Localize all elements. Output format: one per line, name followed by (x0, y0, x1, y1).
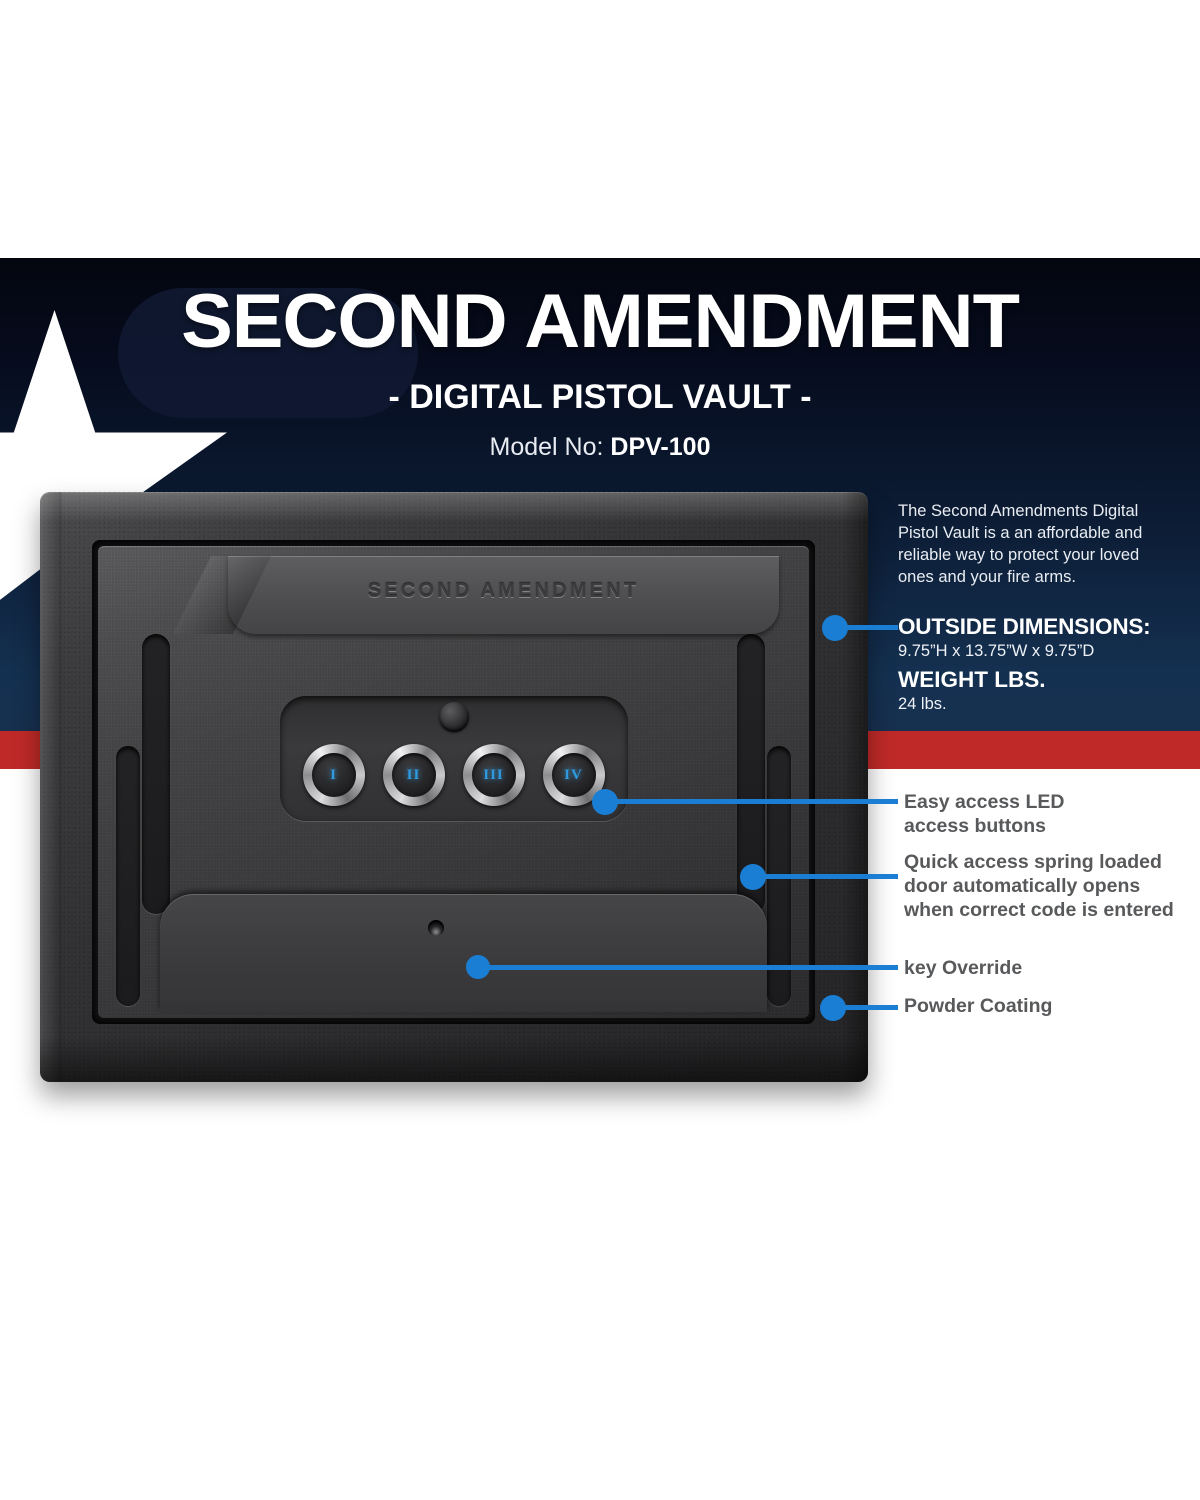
keypad-button-3[interactable]: III (462, 744, 525, 806)
callout-door-line-3: when correct code is entered (904, 899, 1174, 921)
weight-label: WEIGHT LBS. (898, 667, 1046, 692)
product-description: The Second Amendments Digital Pistol Vau… (898, 502, 1143, 586)
keypad-button-1-label: I (311, 753, 356, 797)
pistol-vault-product-image: SECOND AMENDMENT I II (40, 492, 868, 1082)
page-title: SECOND AMENDMENT (181, 279, 1020, 364)
model-number-value: DPV-100 (610, 433, 711, 461)
callout-label-powder-coating: Powder Coating (904, 994, 1174, 1018)
page-subtitle: - DIGITAL PISTOL VAULT - (388, 378, 812, 416)
led-indicator-icon (438, 702, 469, 732)
vault-left-bevel (40, 492, 62, 1082)
callout-label-led-buttons: Easy access LED access buttons (904, 790, 1174, 838)
model-number-line: Model No: DPV-100 (0, 433, 1200, 462)
callout-led-line-1: Easy access LED (904, 791, 1065, 813)
callout-door-line-2: door automatically opens (904, 875, 1141, 897)
specifications-block: OUTSIDE DIMENSIONS: 9.75”H x 13.75”W x 9… (898, 614, 1178, 714)
model-prefix-label: Model No: (489, 433, 611, 461)
vault-outer-body: SECOND AMENDMENT I II (40, 492, 868, 1082)
callout-door-line-1: Quick access spring loaded (904, 851, 1162, 873)
callout-line-key-override (483, 965, 898, 970)
vault-right-bevel (842, 492, 868, 1082)
callout-line-spring-door (758, 874, 898, 879)
keypad-plate: I II III IV (279, 696, 628, 821)
callout-key-line-1: key Override (904, 957, 1023, 979)
callout-label-spring-door: Quick access spring loaded door automati… (904, 850, 1179, 922)
door-groove-left-outer (142, 634, 170, 914)
outside-dimensions-label: OUTSIDE DIMENSIONS: (898, 614, 1151, 639)
vault-door-face: SECOND AMENDMENT I II (98, 546, 809, 1018)
callout-dot-key-override (466, 955, 490, 979)
callout-led-line-2: access buttons (904, 815, 1046, 837)
door-bottom-panel (160, 894, 767, 1012)
keypad-buttons[interactable]: I II III IV (280, 744, 628, 806)
vault-top-bevel (40, 492, 868, 522)
callout-dot-spring-door (740, 864, 766, 890)
keypad-button-2-label: II (391, 753, 436, 797)
callout-label-key-override: key Override (904, 956, 1174, 980)
callout-powder-line-1: Powder Coating (904, 995, 1053, 1017)
keypad-button-3-label: III (471, 753, 516, 797)
key-override-hole-icon (427, 920, 444, 936)
callout-dot-led-buttons (592, 789, 618, 815)
callout-dot-dimensions (822, 615, 848, 641)
vault-door-recess: SECOND AMENDMENT I II (92, 540, 815, 1024)
embossed-brand-text: SECOND AMENDMENT (367, 580, 640, 602)
callout-line-powder-coating (838, 1005, 898, 1010)
banner-decorative-blob (118, 288, 418, 418)
logo-emboss-panel: SECOND AMENDMENT (228, 556, 779, 634)
keypad-button-1[interactable]: I (302, 744, 365, 806)
callout-line-dimensions (840, 625, 898, 630)
door-groove-left-inner (116, 746, 140, 1006)
callout-line-led-buttons (610, 799, 898, 804)
vault-bottom-bevel (40, 1036, 868, 1082)
keypad-button-4-label: IV (551, 753, 596, 797)
keypad-button-2[interactable]: II (382, 744, 445, 806)
weight-value: 24 lbs. (898, 695, 947, 713)
callout-dot-powder-coating (820, 995, 846, 1021)
outside-dimensions-value: 9.75”H x 13.75”W x 9.75”D (898, 642, 1095, 660)
